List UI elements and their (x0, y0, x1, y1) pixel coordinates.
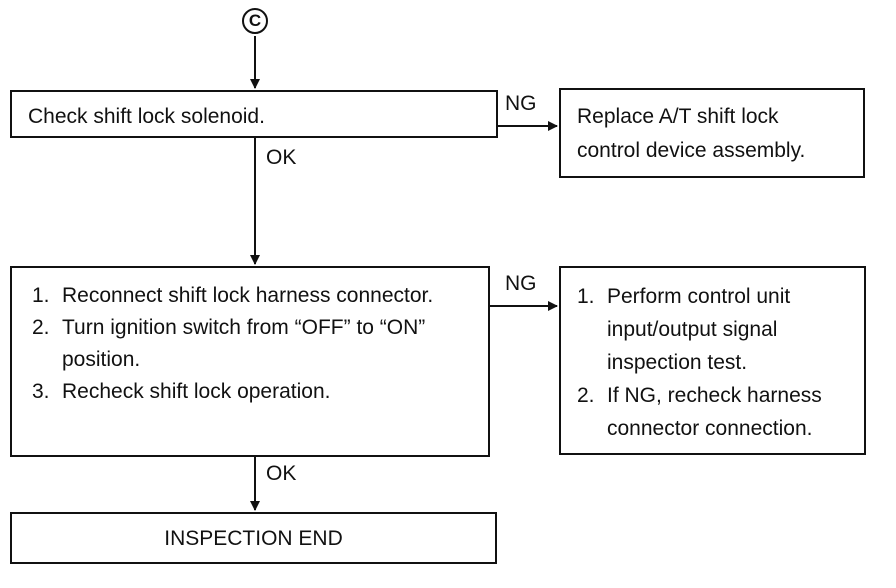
ng-label-1: NG (505, 92, 537, 115)
replace-device-box: Replace A/T shift lock control device as… (559, 88, 865, 178)
inspection-end-box: INSPECTION END (10, 512, 497, 564)
perform-step: 1.Perform control unit input/output sign… (577, 285, 791, 374)
check-solenoid-text: Check shift lock solenoid. (28, 105, 265, 128)
ok-label-1: OK (266, 146, 297, 169)
perform-step: 2.If NG, recheck harness connector conne… (577, 384, 822, 440)
check-solenoid-box: Check shift lock solenoid. (10, 90, 498, 138)
connector-c-symbol: C (242, 8, 268, 34)
perform-steps-list: 1.Perform control unit input/output sign… (577, 280, 850, 445)
ng-label-2: NG (505, 272, 537, 295)
reconnect-steps-list: 1.Reconnect shift lock harness connector… (32, 280, 472, 408)
perform-test-box: 1.Perform control unit input/output sign… (559, 266, 866, 455)
reconnect-step: 2.Turn ignition switch from “OFF” to “ON… (32, 316, 426, 371)
reconnect-steps-box: 1.Reconnect shift lock harness connector… (10, 266, 490, 457)
reconnect-step: 3.Recheck shift lock operation. (32, 380, 331, 403)
replace-device-text: Replace A/T shift lock control device as… (577, 105, 806, 162)
inspection-end-text: INSPECTION END (164, 527, 343, 550)
reconnect-step: 1.Reconnect shift lock harness connector… (32, 284, 434, 307)
ok-label-2: OK (266, 462, 297, 485)
